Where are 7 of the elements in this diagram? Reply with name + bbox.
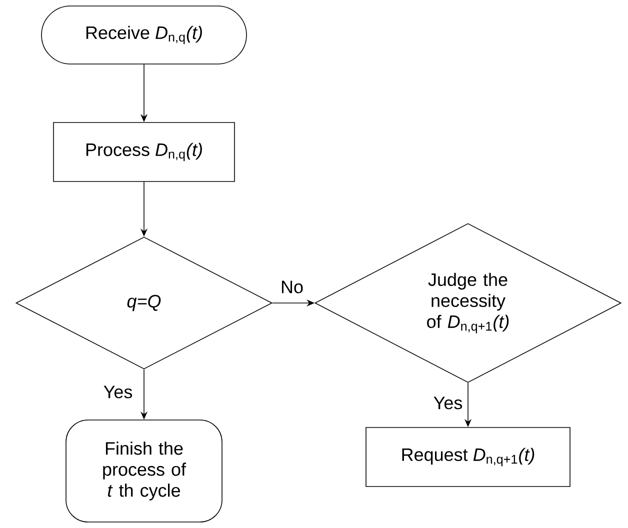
edge-label: Yes [102, 384, 134, 400]
terminal-box: Finish the process of t th cycle [66, 420, 222, 522]
terminal-box: Receive D$_{n,q}$(t) [41, 6, 247, 64]
edge-label: No [280, 280, 304, 294]
process-box: Process D$_{n,q}$(t) [53, 122, 235, 182]
process-box: Request D$_{n,q+1}$(t) [366, 427, 570, 487]
edge-label: Yes [432, 396, 464, 410]
